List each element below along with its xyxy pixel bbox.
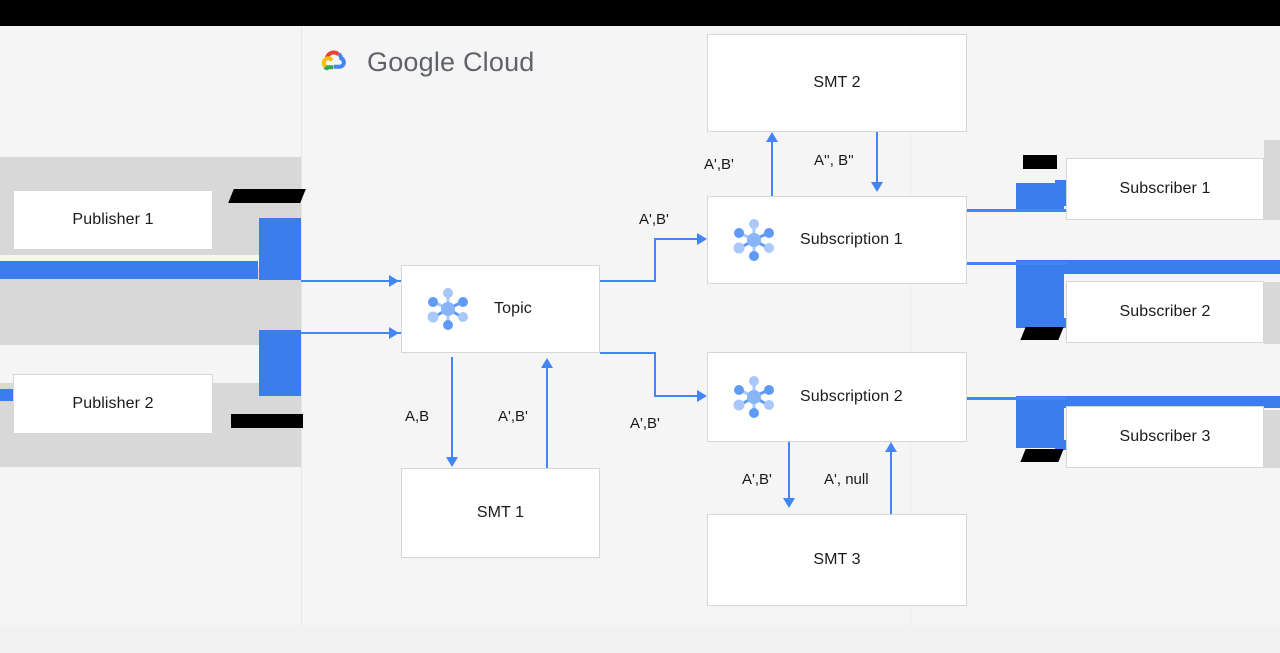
- edge-smt1-to-topic: [546, 368, 548, 471]
- node-smt-1-label: SMT 1: [476, 504, 525, 521]
- edge-topic-to-sub1-arrowhead: [697, 233, 707, 245]
- edge-topic-to-sub2-h1: [600, 352, 656, 354]
- edge-sub1-to-subscriber2: [967, 262, 1067, 265]
- right-grey-artifact-4: [1264, 410, 1280, 468]
- node-subscription-2-label: Subscription 2: [800, 388, 903, 405]
- node-subscription-2[interactable]: Subscription 2: [707, 352, 967, 442]
- left-blue-artifact-3: [259, 330, 301, 396]
- node-topic-label: Topic: [494, 300, 532, 317]
- edge-topic-to-smt1: [451, 357, 453, 461]
- node-subscription-1[interactable]: Subscription 1: [707, 196, 967, 284]
- edge-publisher1-to-topic: [301, 280, 411, 282]
- edge-sub1-to-subscriber1: [967, 209, 1067, 212]
- edge-smt2-to-sub1: [876, 132, 878, 185]
- left-blue-artifact-2: [259, 218, 301, 280]
- node-subscriber-3-label: Subscriber 3: [1119, 428, 1211, 445]
- left-blue-artifact-1: [0, 261, 258, 279]
- left-strip-artifact-2: [0, 345, 301, 357]
- bottom-band-artifact: [0, 625, 1280, 653]
- edge-smt3-to-sub2: [890, 452, 892, 514]
- edge-topic-to-sub1-h1: [600, 280, 656, 282]
- edge-sub1-to-smt2-arrowhead: [766, 132, 778, 142]
- edge-publisher2-to-topic: [301, 332, 411, 334]
- node-publisher-1[interactable]: Publisher 1: [13, 190, 213, 250]
- edge-topic-to-sub1-h2: [654, 238, 702, 240]
- edge-label-topic-to-smt1: A,B: [405, 408, 430, 425]
- edge-label-smt3-to-sub2: A', null: [824, 471, 869, 488]
- right-grey-artifact-2: [1264, 176, 1280, 220]
- google-cloud-logo: Google Cloud: [310, 42, 535, 82]
- node-topic[interactable]: Topic: [401, 265, 600, 353]
- node-smt-2-label: SMT 2: [813, 74, 861, 91]
- edge-label-topic-to-sub1: A',B': [639, 211, 669, 228]
- node-smt-2[interactable]: SMT 2: [707, 34, 967, 132]
- edge-topic-to-sub2-v: [654, 352, 656, 396]
- edge-publisher1-to-topic-arrowhead: [389, 275, 399, 287]
- right-blue-artifact-2: [1055, 180, 1067, 206]
- right-blue-artifact-4: [1016, 260, 1064, 328]
- right-blue-artifact-3: [1016, 260, 1280, 274]
- edge-sub2-to-subscriber3: [967, 397, 1067, 400]
- edge-label-smt1-to-topic: A',B': [498, 408, 528, 425]
- node-publisher-1-label: Publisher 1: [72, 211, 154, 228]
- edge-topic-to-sub2-h2: [654, 395, 702, 397]
- edge-label-smt2-to-sub1: A'', B'': [814, 152, 854, 169]
- pubsub-subscription-2-icon: [726, 369, 782, 425]
- top-black-bar-artifact: [0, 0, 1280, 26]
- edge-publisher2-to-topic-arrowhead: [389, 327, 399, 339]
- edge-topic-to-sub1-v: [654, 238, 656, 282]
- node-publisher-2-label: Publisher 2: [72, 395, 154, 412]
- edge-sub1-to-smt2: [771, 142, 773, 196]
- node-subscriber-2-label: Subscriber 2: [1119, 303, 1211, 320]
- left-black-artifact-2: [231, 414, 303, 428]
- right-blue-artifact-6: [1016, 396, 1280, 408]
- left-black-artifact-1: [228, 189, 306, 203]
- edge-label-topic-to-sub2: A',B': [630, 415, 660, 432]
- edge-smt2-to-sub1-arrowhead: [871, 182, 883, 192]
- right-grey-artifact-1: [1264, 140, 1280, 176]
- node-smt-3-label: SMT 3: [813, 551, 861, 568]
- left-blue-artifact-4: [0, 389, 14, 401]
- edge-smt1-to-topic-arrowhead: [541, 358, 553, 368]
- node-smt-1[interactable]: SMT 1: [401, 468, 600, 558]
- edge-label-sub2-to-smt3: A',B': [742, 471, 772, 488]
- edge-sub2-to-smt3: [788, 441, 790, 503]
- node-subscription-1-label: Subscription 1: [800, 231, 903, 248]
- edge-label-sub1-to-smt2: A',B': [704, 156, 734, 173]
- google-cloud-wordmark: Google Cloud: [367, 46, 535, 77]
- node-smt-3[interactable]: SMT 3: [707, 514, 967, 606]
- edge-topic-to-smt1-arrowhead: [446, 457, 458, 467]
- right-black-artifact-2: [1020, 327, 1064, 340]
- node-subscriber-1-label: Subscriber 1: [1119, 180, 1211, 197]
- pubsub-subscription-1-icon: [726, 212, 782, 268]
- node-subscriber-1[interactable]: Subscriber 1: [1066, 158, 1264, 220]
- node-subscriber-3[interactable]: Subscriber 3: [1066, 406, 1264, 468]
- edge-smt3-to-sub2-arrowhead: [885, 442, 897, 452]
- right-blue-artifact-7: [1016, 396, 1064, 448]
- right-grey-artifact-3: [1264, 282, 1280, 344]
- right-black-artifact-1: [1023, 155, 1057, 169]
- google-cloud-logo-icon: [310, 44, 354, 80]
- right-blue-artifact-5: [1055, 318, 1067, 328]
- right-blue-artifact-8: [1055, 440, 1067, 450]
- edge-topic-to-sub2-arrowhead: [697, 390, 707, 402]
- right-black-artifact-3: [1020, 449, 1064, 462]
- edge-sub2-to-smt3-arrowhead: [783, 498, 795, 508]
- pubsub-topic-icon: [420, 281, 476, 337]
- node-publisher-2[interactable]: Publisher 2: [13, 374, 213, 434]
- node-subscriber-2[interactable]: Subscriber 2: [1066, 281, 1264, 343]
